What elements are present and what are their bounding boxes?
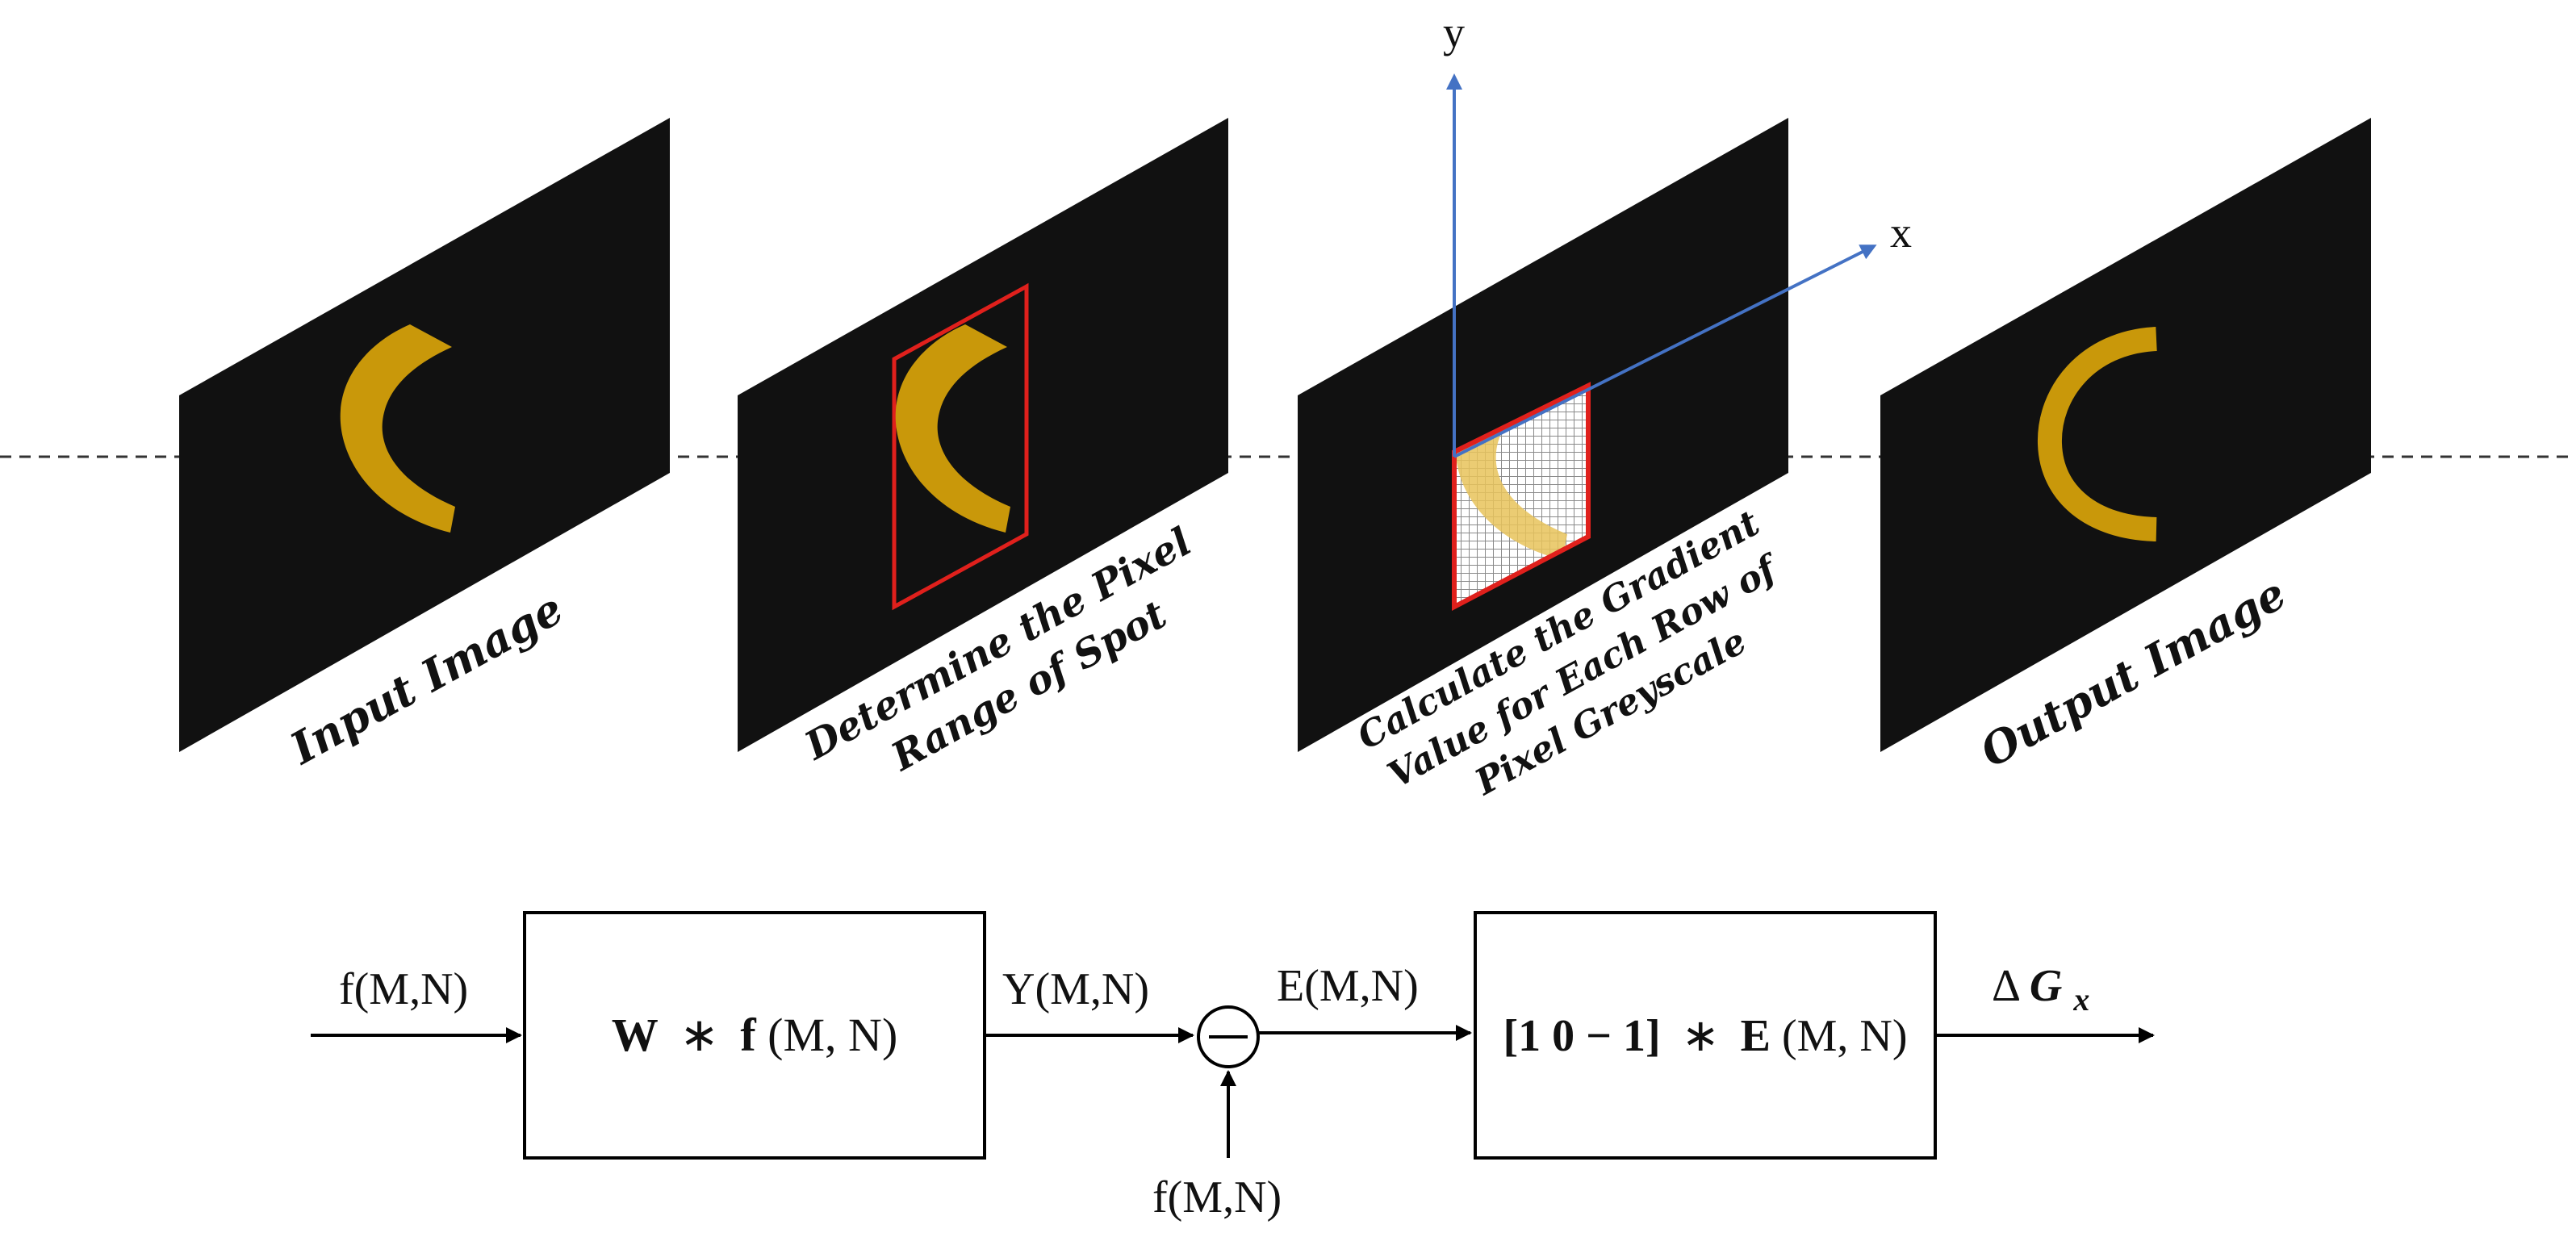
panel-input-plane	[179, 118, 670, 752]
gradient-highlight-box	[1452, 382, 1591, 611]
filter-block	[523, 911, 986, 1160]
panel-output-plane	[1880, 118, 2371, 752]
output-label: Δ G x	[1992, 961, 2089, 1018]
feedback-signal-label: f(M,N)	[1152, 1172, 1282, 1222]
y-axis-label: y	[1443, 8, 1465, 56]
filter-arg: (M, N)	[767, 1009, 897, 1061]
output-g: G	[2030, 961, 2062, 1011]
panel-range-plane	[738, 118, 1228, 752]
filter-f: f	[740, 1009, 756, 1061]
e-signal-label: E(M,N)	[1277, 961, 1419, 1011]
gradient-block-equation: [1 0 − 1] ∗ E (M, N)	[1503, 1011, 1907, 1061]
filter-block-equation: W ∗ f (M, N)	[612, 1009, 898, 1061]
x-axis-arrow	[1453, 244, 1877, 458]
filter-w: W	[612, 1009, 659, 1061]
block-diagram: f(M,N) W ∗ f (M, N) Y(M,N) f(M,N) E(M,N)…	[311, 911, 2155, 1222]
panel-gradient: y x Calculate the Gradient Value for Eac…	[1298, 8, 1912, 804]
output-arc	[2037, 327, 2158, 541]
range-spot	[895, 324, 1010, 533]
input-signal-label: f(M,N)	[339, 964, 468, 1014]
panel-input-image: Input Image	[179, 118, 670, 775]
y-signal-label: Y(M,N)	[1002, 964, 1149, 1014]
gradient-kernel: [1 0 − 1]	[1503, 1011, 1660, 1061]
panel-range: Determine the Pixel Range of Spot	[738, 118, 1228, 780]
filter-op: ∗	[680, 1009, 719, 1061]
gradient-block	[1474, 911, 1937, 1160]
gradient-arg: (M, N)	[1782, 1011, 1908, 1061]
output-delta: Δ	[1992, 961, 2019, 1011]
gradient-e: E	[1741, 1011, 1771, 1061]
panel-output-image: Output Image	[1880, 118, 2371, 777]
input-spot	[340, 324, 455, 533]
x-axis-label: x	[1890, 208, 1912, 257]
range-highlight-box	[892, 282, 1029, 611]
output-sub: x	[2072, 981, 2089, 1018]
gradient-op: ∗	[1682, 1011, 1720, 1061]
